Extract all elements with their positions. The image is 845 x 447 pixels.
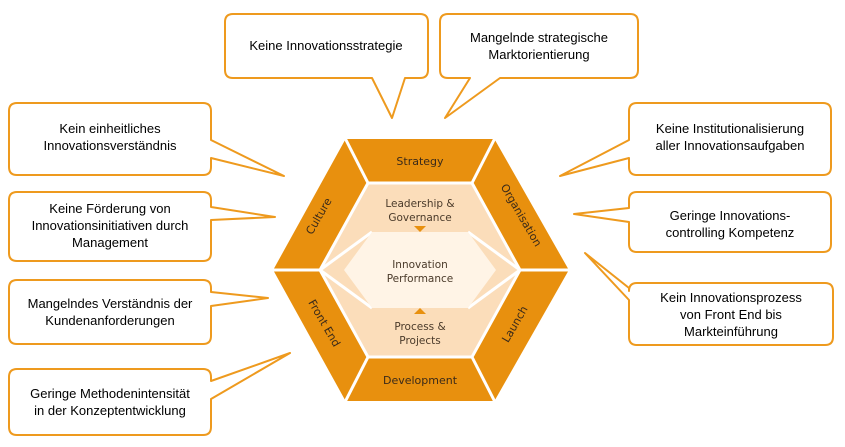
inner-performance-line1: Innovation [392, 259, 448, 271]
inner-process-line2: Projects [399, 335, 440, 347]
callout-bubble-left-3 [8, 279, 269, 345]
callout-bubble-top-right [439, 13, 639, 119]
callout-top-left-text: Keine Innovationsstrategie [249, 38, 402, 53]
segment-development: Development [383, 374, 458, 387]
callout-bubble-left-2 [8, 191, 276, 262]
callout-top-right-line1: Mangelnde strategische [470, 30, 608, 45]
callout-left-2-line3: Management [72, 235, 148, 250]
callout-left-1-line1: Kein einheitliches [59, 121, 161, 136]
callout-bubble-right-3 [584, 252, 834, 346]
callout-right-3-line1: Kein Innovationsprozess [660, 290, 802, 305]
callout-left-4-line2: in der Konzeptentwicklung [34, 403, 186, 418]
inner-performance-line2: Performance [387, 273, 454, 285]
callout-right-3-line3: Markteinführung [684, 324, 778, 339]
callout-bubble-right-1 [559, 102, 832, 177]
callout-right-1-line2: aller Innovationsaufgaben [656, 138, 805, 153]
inner-marker-top [414, 226, 426, 232]
callout-bubble-top-left [224, 13, 429, 119]
callout-right-1-line1: Keine Institutionalisierung [656, 121, 804, 136]
callout-left-4-line1: Geringe Methodenintensität [30, 386, 190, 401]
callout-bubble-left-1 [8, 102, 285, 177]
hexagon: Strategy Development Culture Organisatio… [270, 137, 572, 403]
inner-process-line1: Process & [394, 321, 445, 333]
hexagon-center [344, 232, 496, 308]
callout-left-2-line1: Keine Förderung von [49, 201, 170, 216]
inner-leadership-line2: Governance [388, 212, 451, 224]
callout-bubble-left-4 [8, 352, 291, 436]
callout-right-2-line2: controlling Kompetenz [666, 225, 795, 240]
callout-bubble-right-2 [573, 191, 832, 253]
segment-strategy: Strategy [396, 155, 444, 168]
callout-right-2-line1: Geringe Innovations- [670, 208, 791, 223]
inner-dividers [319, 230, 521, 310]
inner-marker-bottom [414, 308, 426, 314]
callout-right-3-line2: von Front End bis [680, 307, 782, 322]
callout-left-1-line2: Innovationsverständnis [44, 138, 177, 153]
segment-dividers [272, 137, 570, 403]
inner-leadership-line1: Leadership & [385, 198, 454, 210]
callout-top-right-line2: Marktorientierung [488, 47, 589, 62]
callout-left-3-line1: Mangelndes Verständnis der [28, 296, 193, 311]
callout-left-3-line2: Kundenanforderungen [45, 313, 174, 328]
callout-left-2-line2: Innovationsinitiativen durch [32, 218, 189, 233]
